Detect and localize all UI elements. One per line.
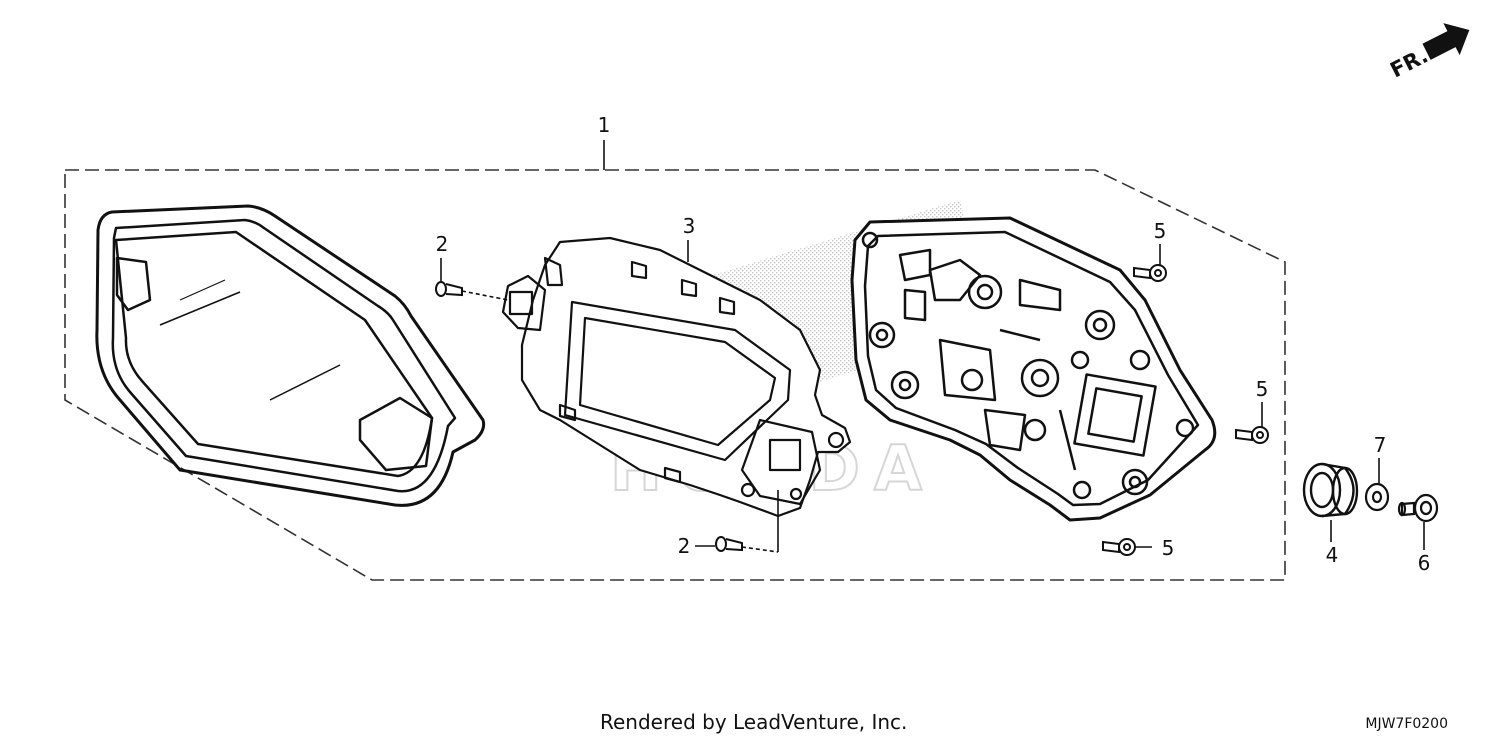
callout-6: 6 [1418, 551, 1431, 575]
screw-5-bottom [1102, 538, 1136, 556]
render-credit: Rendered by LeadVenture, Inc. [600, 710, 908, 734]
callout-5-middle: 5 [1256, 377, 1269, 401]
front-direction-label: FR. [1386, 43, 1432, 82]
assembly-boundary [64, 169, 1286, 581]
callout-7: 7 [1374, 433, 1387, 457]
bolt-part-6 [1397, 493, 1439, 523]
screw-5-middle [1235, 426, 1269, 444]
callout-2-lower: 2 [678, 534, 691, 558]
callout-3: 3 [683, 214, 696, 238]
callout-1: 1 [598, 113, 611, 137]
meter-display-unit [501, 236, 852, 518]
leader-lines [440, 140, 1425, 553]
callout-2-upper: 2 [436, 232, 449, 256]
screw-2-lower [715, 536, 743, 552]
screw-5-top [1133, 264, 1167, 282]
diagram-code: MJW7F0200 [1365, 716, 1448, 732]
meter-visor-lens [95, 204, 486, 507]
callout-5-bottom: 5 [1162, 536, 1175, 560]
callout-4: 4 [1326, 543, 1339, 567]
grommet-part-4 [1302, 462, 1359, 518]
callout-5-top: 5 [1154, 219, 1167, 243]
screw-2-upper [435, 281, 463, 297]
washer-part-7 [1364, 482, 1390, 512]
front-direction-arrow-icon: FR. [1386, 23, 1470, 82]
meter-rear-case [850, 216, 1217, 522]
callout-labels: 1 2 2 3 4 5 5 5 6 7 [436, 113, 1431, 575]
